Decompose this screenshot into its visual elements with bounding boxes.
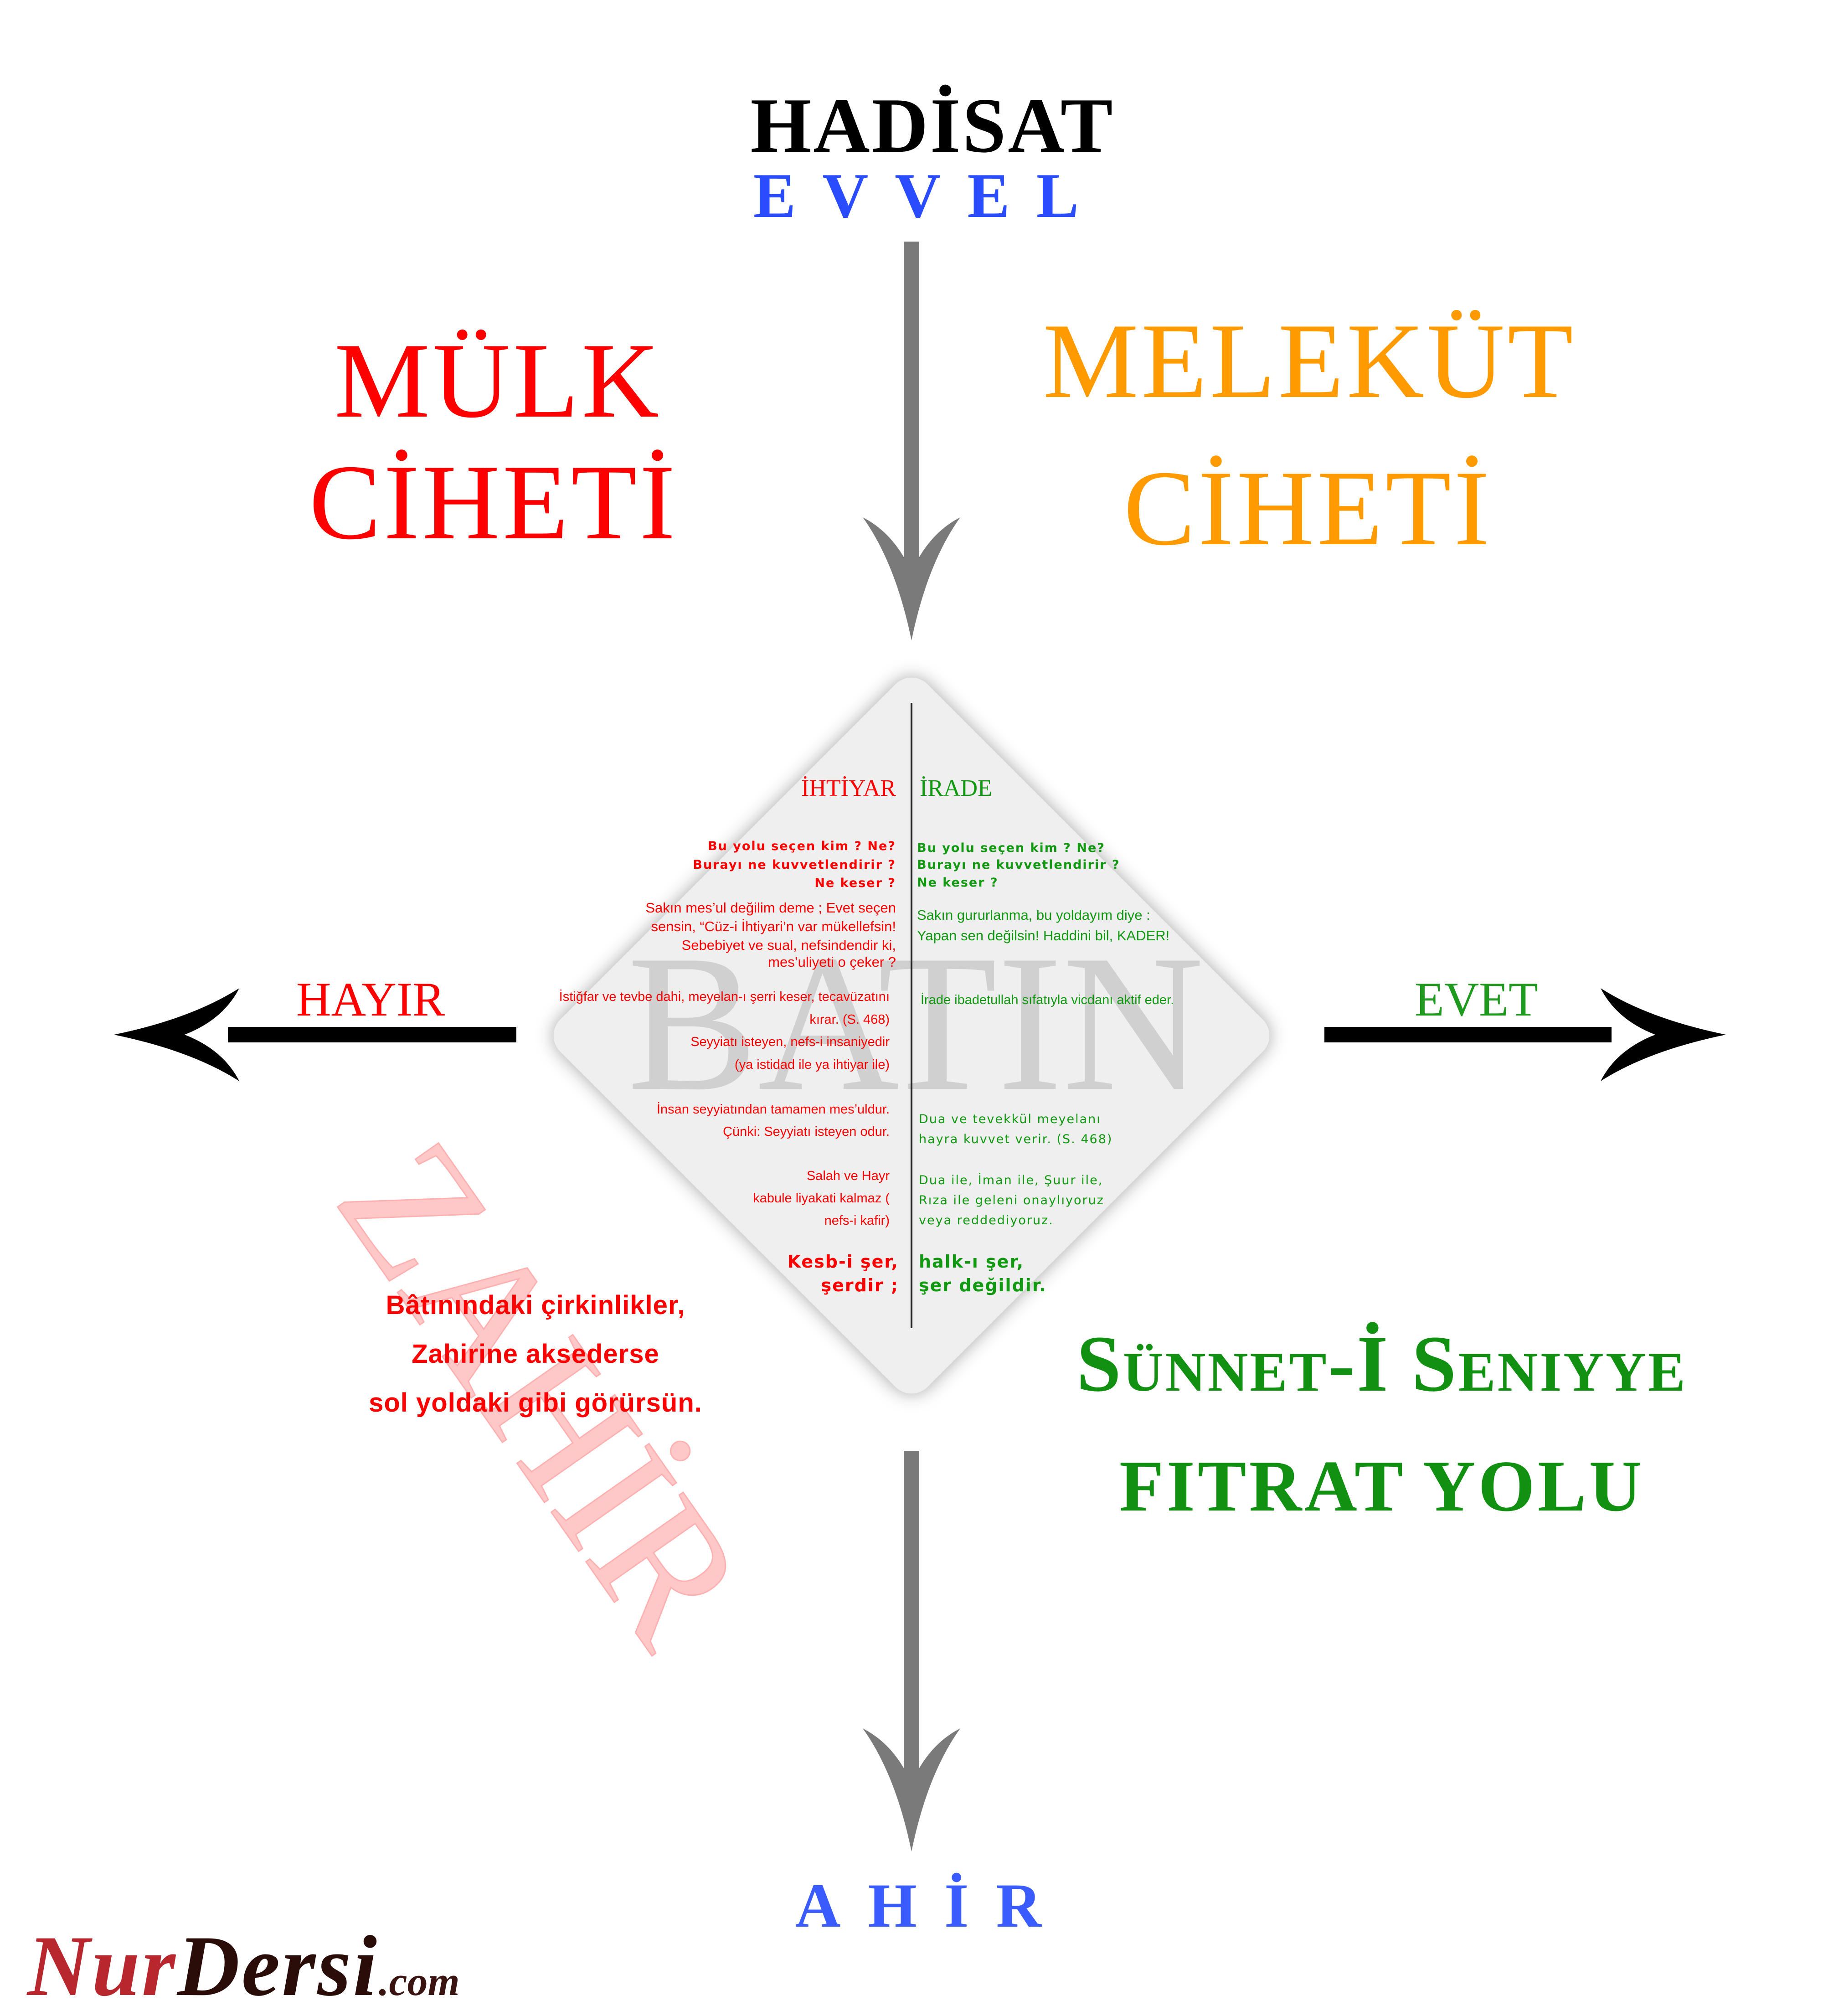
ihtiyar-line: sensin, “Cüz-i İhtiyari’n var mükellefsi…: [651, 918, 896, 934]
arrow-left-hayir: [114, 988, 516, 1081]
mulk-ciheti: CİHETİ: [309, 443, 678, 562]
irade-line: Ne keser ?: [917, 876, 999, 890]
melekut-title: MELEKÜT: [1043, 302, 1576, 421]
nurdersi-logo[interactable]: NurDersi.com: [27, 1917, 460, 2016]
logo-com: .com: [379, 1959, 460, 2004]
irade-line: İrade ibadetullah sıfatıyla vicdanı akti…: [921, 993, 1174, 1007]
irade-line: Rıza ile geleni onaylıyoruz: [919, 1193, 1104, 1207]
label-hayir: HAYIR: [296, 973, 445, 1026]
ihtiyar-heading: İHTİYAR: [801, 775, 896, 801]
irade-heading: İRADE: [920, 775, 992, 801]
ihtiyar-line: Salah ve Hayr: [806, 1169, 890, 1183]
diamond-divider: [911, 703, 912, 1328]
ihtiyar-line: Ne keser ?: [814, 876, 896, 890]
irade-line: Yapan sen değilsin! Haddini bil, KADER!: [917, 928, 1170, 944]
label-evvel: EVVEL: [753, 160, 1106, 231]
zahir-explanation: Bâtınındaki çirkinlikler, Zahirine aksed…: [369, 1281, 702, 1427]
ihtiyar-line: Çünki: Seyyiatı isteyen odur.: [723, 1124, 890, 1139]
ihtiyar-line: İnsan seyyiatından tamamen mes’uldur.: [657, 1102, 890, 1117]
melekut-ciheti: CİHETİ: [1123, 449, 1493, 568]
logo-dersi: Dersi: [177, 1918, 379, 2014]
ihtiyar-line: (ya istidad ile ya ihtiyar ile): [734, 1057, 890, 1072]
arrow-down-bottom: [863, 1451, 960, 1851]
ihtiyar-line: Seyyiatı isteyen, nefs-i insaniyedir: [690, 1035, 890, 1049]
arrow-down-top: [863, 242, 960, 640]
ihtiyar-line: Burayı ne kuvvetlendirir ?: [693, 858, 896, 872]
irade-line: Sakın gururlanma, bu yoldayım diye :: [917, 907, 1150, 923]
irade-line: halk-ı şer,: [919, 1252, 1024, 1272]
ihtiyar-line: Sebebiyet ve sual, nefsindendir ki,: [681, 937, 896, 953]
label-ahir: AHİR: [795, 1871, 1069, 1940]
batin-watermark: BATIN: [627, 915, 1205, 1132]
ihtiyar-line: nefs-i kafir): [824, 1213, 890, 1228]
irade-line: Dua ile, İman ile, Şuur ile,: [919, 1173, 1103, 1187]
explanation-line: Bâtınındaki çirkinlikler,: [386, 1290, 685, 1320]
irade-line: Dua ve tevekkül meyelanı: [919, 1112, 1101, 1126]
ihtiyar-line: Bu yolu seçen kim ? Ne?: [708, 839, 896, 853]
fitrat-yolu-title: FITRAT YOLU: [1119, 1445, 1645, 1526]
irade-line: Burayı ne kuvvetlendirir ?: [917, 858, 1120, 872]
irade-line: Bu yolu seçen kim ? Ne?: [917, 841, 1105, 855]
ihtiyar-line: mes’uliyeti o çeker ?: [768, 954, 896, 970]
irade-line: hayra kuvvet verir. (S. 468): [919, 1132, 1113, 1146]
ihtiyar-line: kabule liyakati kalmaz (: [753, 1191, 890, 1206]
title-hadisat: HADİSAT: [750, 82, 1115, 169]
logo-nur: Nur: [27, 1918, 177, 2014]
ihtiyar-line: şerdir ;: [821, 1275, 899, 1295]
mulk-title: MÜLK: [334, 321, 662, 440]
sunnet-i-seniyye-title: Sünnet-İ Seniyye: [1076, 1320, 1687, 1408]
arrow-right-evet: [1324, 988, 1726, 1081]
explanation-line: Zahirine aksederse: [412, 1339, 659, 1369]
ihtiyar-line: İstiğfar ve tevbe dahi, meyelan-ı şerri …: [559, 990, 890, 1004]
irade-line: şer değildir.: [919, 1275, 1047, 1295]
ihtiyar-line: Sakın mes’ul değilim deme ; Evet seçen: [645, 900, 896, 916]
explanation-line: sol yoldaki gibi görürsün.: [369, 1388, 702, 1418]
label-evet: EVET: [1415, 973, 1538, 1026]
ihtiyar-line: kırar. (S. 468): [809, 1012, 890, 1027]
ihtiyar-line: Kesb-i şer,: [787, 1252, 899, 1272]
irade-line: veya reddediyoruz.: [919, 1213, 1054, 1227]
